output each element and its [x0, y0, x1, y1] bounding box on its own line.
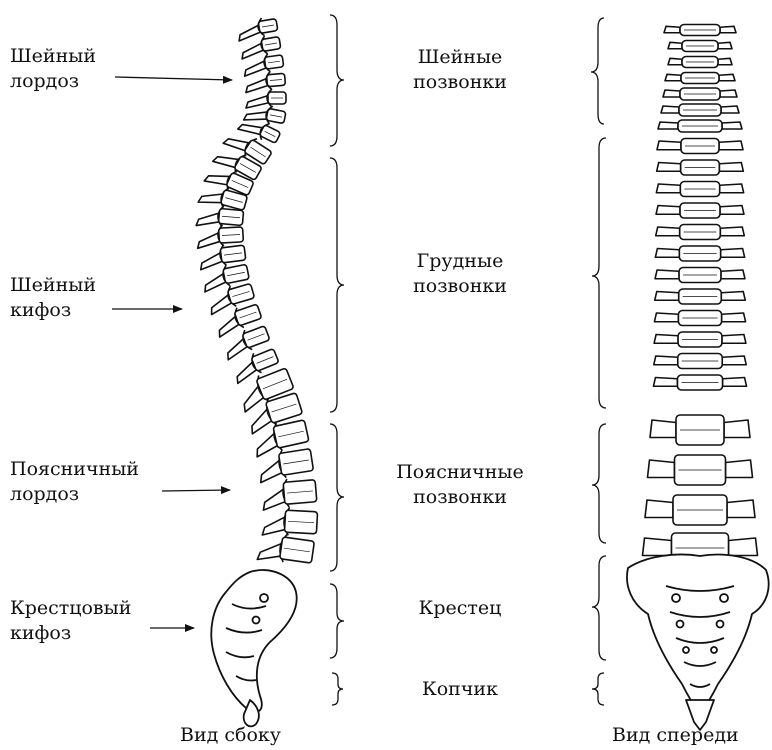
brace-coccyx-side [332, 673, 343, 705]
vertebra-front [668, 57, 732, 68]
braces-front [591, 18, 606, 705]
vertebra-front [648, 455, 753, 485]
vertebra-front [655, 268, 745, 283]
arrow-lumbar-lordosis [162, 490, 230, 491]
brace-lumbar-side [330, 424, 344, 571]
vertebra-front [654, 332, 746, 347]
pelvis-front-shape [627, 555, 769, 715]
vertebra-front [663, 88, 737, 100]
vertebra-front [654, 311, 745, 326]
vertebra-side [262, 506, 317, 538]
vertebra-front [655, 289, 746, 304]
sacrum-side-shape [211, 570, 296, 712]
spine-front-view [643, 25, 758, 564]
brace-sacrum-side [330, 584, 344, 658]
vertebra-front [656, 203, 744, 218]
vertebra-side [261, 477, 317, 510]
coccyx-front-shape [686, 700, 714, 730]
brace-thoracic-front [592, 138, 606, 408]
braces-side [330, 15, 344, 705]
spine-side-view [196, 16, 318, 567]
vertebra-front [657, 139, 743, 154]
vertebra-front [657, 160, 744, 175]
arrow-cervical-lordosis [115, 77, 232, 80]
vertebra-front [654, 354, 746, 369]
brace-lumbar-front [592, 424, 606, 543]
vertebra-side [246, 89, 286, 108]
vertebra-front [658, 120, 742, 132]
vertebra-front [645, 495, 755, 525]
brace-thoracic-side [330, 158, 344, 412]
brace-sacrum-front [592, 556, 606, 660]
vertebra-front [655, 246, 744, 261]
sacrum-side-view [211, 570, 296, 726]
brace-cervical-front [591, 18, 604, 124]
vertebra-front [656, 225, 745, 240]
vertebra-side [257, 531, 315, 567]
vertebra-front [665, 73, 735, 84]
vertebra-front [650, 415, 750, 445]
vertebra-front [653, 375, 746, 390]
brace-coccyx-front [592, 673, 604, 705]
vertebra-front [668, 41, 732, 52]
vertebra-front [664, 25, 736, 36]
vertebra-front [656, 182, 743, 197]
sacrum-front-view [627, 555, 769, 731]
vertebra-front [661, 104, 739, 116]
brace-cervical-side [330, 15, 344, 146]
vertebra-side [196, 224, 243, 248]
